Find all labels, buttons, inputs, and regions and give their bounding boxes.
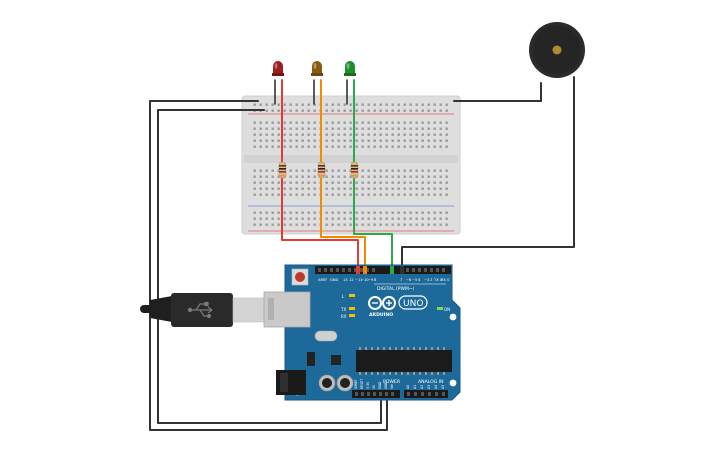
atmega-chip	[356, 350, 452, 372]
digital-header	[315, 266, 451, 274]
wire-buzzer-signal	[401, 76, 575, 271]
wire-buzzer-negative	[453, 82, 542, 102]
power-pin-label: RESET	[360, 379, 364, 389]
pin-label-1: TX 1	[433, 278, 442, 282]
arduino-logo	[368, 296, 396, 310]
arduino-brand-text: ARDUINO	[369, 312, 393, 318]
dc-power-jack[interactable]	[276, 370, 306, 395]
pin-label-13: 13	[343, 278, 348, 282]
power-pin-label: 3.3V	[366, 381, 370, 389]
usb-cable	[140, 293, 266, 327]
label-gnd: GND	[330, 278, 338, 282]
uno-badge	[398, 295, 428, 310]
power-pin-labels: IOREF RESET 3.3V 5V GND GND Vin	[354, 379, 394, 389]
resistor-3	[350, 161, 359, 179]
power-header-label: POWER	[383, 379, 401, 385]
wire-red-led	[281, 79, 359, 271]
capacitor-top	[322, 378, 332, 388]
pin-label-11: ~11	[355, 278, 363, 282]
led-orange[interactable]	[311, 61, 323, 76]
pin-label-6: ~6	[406, 278, 412, 282]
wires	[149, 76, 575, 431]
atmega-chip-pins	[359, 347, 445, 375]
label-aref: AREF	[318, 278, 327, 282]
power-pin-label: 5V	[372, 384, 376, 389]
label-on: ON	[444, 307, 450, 312]
usb-b-port-shadow	[268, 298, 274, 320]
breadboard-bottom-rail	[253, 211, 451, 229]
usb-icon	[187, 301, 213, 319]
capacitor-top	[340, 378, 350, 388]
resistor-1	[278, 161, 287, 179]
analog-header-label: ANALOG IN	[418, 379, 444, 385]
voltage-regulator	[307, 352, 315, 366]
pin-label-3: ~3	[424, 278, 429, 282]
label-tx: TX	[340, 307, 346, 312]
crystal-oscillator	[314, 330, 338, 342]
pin-label-9: ~9	[368, 278, 374, 282]
piezo-buzzer[interactable]	[529, 22, 585, 78]
analog-pin-label: A2	[420, 385, 424, 389]
mount-hole	[449, 379, 457, 387]
power-pin-label: Vin	[390, 384, 394, 389]
pin-label-0: RX 0	[441, 278, 450, 282]
mount-hole	[449, 313, 457, 321]
analog-pin-label: A0	[406, 385, 410, 389]
power-pin-label: IOREF	[354, 379, 358, 389]
arduino-uno: AREF GND 13 12 ~11 ~10 ~9 8 7 ~6 ~5 4 ~3…	[263, 264, 461, 401]
pin-label-8: 8	[374, 278, 377, 282]
led-green[interactable]	[344, 61, 356, 76]
label-rx: RX	[341, 314, 347, 319]
led-indicator-rx	[349, 314, 355, 317]
analog-pin-label: A4	[434, 385, 438, 389]
usb-plug-metal	[232, 297, 266, 323]
led-indicator-l	[349, 294, 355, 297]
analog-pin-labels: A0 A1 A2 A3 A4 A5	[406, 385, 445, 389]
small-ic	[331, 355, 341, 365]
breadboard-top-rail	[253, 100, 451, 112]
usb-strain-relief	[150, 296, 172, 322]
analog-pin-label: A5	[441, 385, 445, 389]
buzzer-center	[552, 45, 562, 55]
led-indicator-tx	[349, 307, 355, 310]
power-pin-label: GND	[378, 381, 382, 389]
pin-label-12: 12	[349, 278, 354, 282]
analog-pin-label: A1	[413, 385, 417, 389]
analog-pin-label: A3	[427, 385, 431, 389]
wire-orange-led	[320, 79, 366, 271]
bottom-header-pins	[355, 392, 445, 396]
reset-button[interactable]	[291, 268, 309, 286]
led-red[interactable]	[272, 61, 284, 76]
digital-header-label: DIGITAL (PWM~)	[377, 286, 415, 292]
label-l: L	[342, 294, 345, 299]
wire-ground-inner	[157, 109, 382, 424]
pin-label-4: 4	[418, 278, 421, 282]
breadboard-grid-top	[253, 119, 451, 151]
pin-label-5: ~5	[412, 278, 417, 282]
wire-green-led	[353, 79, 393, 271]
resistor-2	[317, 161, 326, 179]
resistors	[278, 161, 359, 179]
led-indicator-on	[437, 307, 443, 310]
breadboard-channel	[244, 155, 458, 163]
pin-label-2: 2	[430, 278, 432, 282]
board-name: UNO	[403, 299, 423, 309]
wire-endpoints	[356, 266, 404, 274]
power-pin-label: GND	[384, 381, 388, 389]
analog-header	[404, 390, 448, 398]
pin-label-10: ~10	[361, 278, 369, 282]
leds	[272, 61, 356, 76]
wire-ground-outer	[149, 100, 388, 431]
pin-label-7: 7	[400, 278, 402, 282]
